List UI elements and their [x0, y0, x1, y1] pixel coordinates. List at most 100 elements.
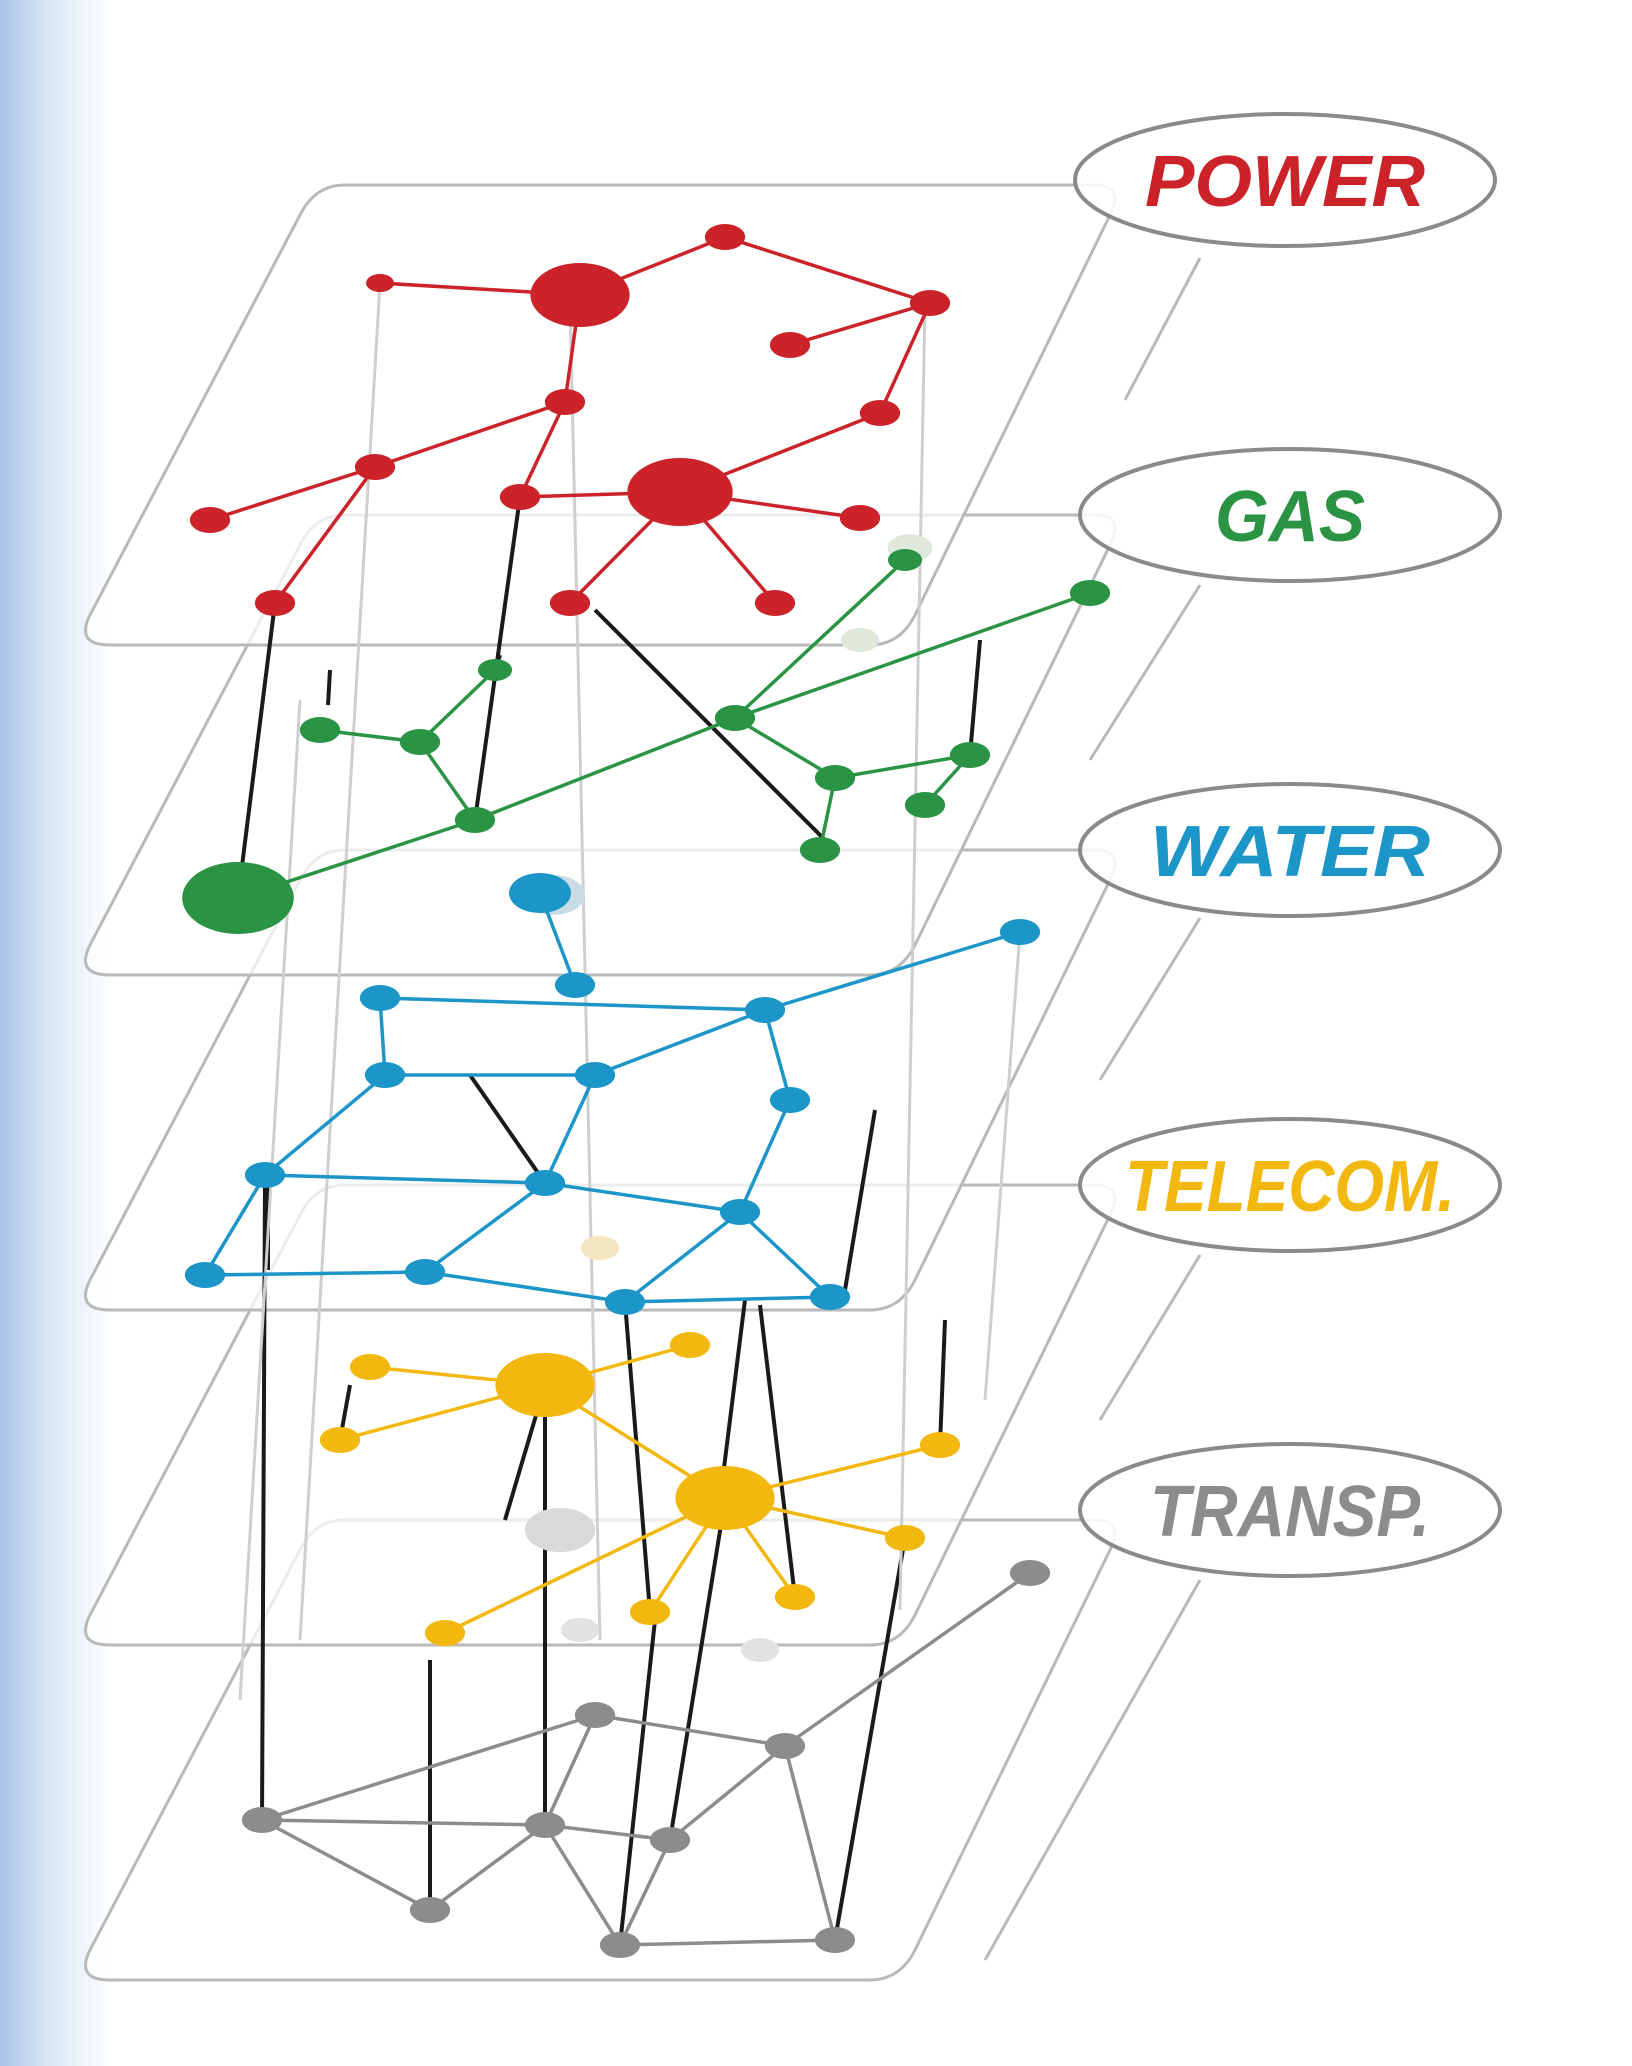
interlayer-link — [938, 1319, 947, 1446]
power-node — [254, 590, 296, 616]
telecom-node — [424, 1620, 466, 1646]
water-node — [359, 985, 401, 1011]
interlayer-link — [983, 931, 1022, 1401]
gas-node — [399, 729, 441, 755]
transp-edge — [668, 1744, 787, 1842]
power-node — [859, 400, 901, 426]
interlayer-link — [833, 1537, 907, 1941]
label-transp-text: TRANSP. — [1150, 1472, 1430, 1552]
interlayer-link — [623, 1301, 652, 1613]
interlayer-link — [618, 1619, 657, 1946]
power-node — [530, 263, 630, 327]
power-node — [909, 290, 951, 316]
interlayer-link — [968, 639, 982, 756]
interlayer-link — [843, 1109, 877, 1291]
water-edge — [764, 930, 1021, 1012]
transp-edge — [261, 1818, 431, 1912]
telecom-node — [774, 1584, 816, 1610]
transp-edge — [618, 1839, 672, 1946]
power-node — [839, 505, 881, 531]
label-water-text: WATER — [1150, 812, 1430, 892]
power-node — [544, 389, 586, 415]
telecom-node — [349, 1354, 391, 1380]
water-node — [809, 1284, 851, 1310]
ghost-node — [740, 1638, 780, 1662]
transp-edge — [261, 1818, 546, 1827]
power-node — [499, 484, 541, 510]
transp-edge — [783, 1571, 1032, 1748]
label-gas-leader — [1088, 584, 1202, 761]
water-node — [719, 1199, 761, 1225]
label-transp-ellipse — [1078, 1442, 1502, 1578]
transp-edge — [783, 1745, 837, 1941]
ghost-node — [580, 1236, 620, 1260]
interlayer-link — [758, 1304, 797, 1598]
transp-node — [409, 1897, 451, 1923]
label-transp-leader — [983, 1579, 1202, 1961]
telecom-edge — [444, 1496, 726, 1635]
transp-node — [599, 1932, 641, 1958]
water-node — [999, 919, 1041, 945]
label-transp: TRANSP. — [983, 1442, 1502, 1961]
label-water-ellipse — [1078, 782, 1502, 918]
label-telecom-leader — [1098, 1254, 1202, 1421]
power-edge — [209, 465, 376, 522]
water-node — [769, 1087, 811, 1113]
telecom-node — [319, 1427, 361, 1453]
water-edge — [423, 1181, 547, 1274]
label-water: WATER — [1078, 782, 1502, 1081]
transp-node — [814, 1927, 856, 1953]
water-edge — [763, 1009, 792, 1101]
water-edge — [623, 1210, 742, 1304]
water-node — [574, 1062, 616, 1088]
power-node — [549, 590, 591, 616]
telecom-node — [629, 1599, 671, 1625]
power-edge — [374, 400, 566, 469]
transp-node — [524, 1812, 566, 1838]
interlayer-link — [468, 1073, 547, 1185]
label-telecom-ellipse — [1078, 1117, 1502, 1253]
layer-networks — [182, 224, 1111, 1958]
network-transp — [241, 1560, 1051, 1958]
water-node — [554, 972, 596, 998]
interlayer-link — [593, 608, 837, 852]
gas-edge — [734, 591, 1091, 720]
label-telecom-text: TELECOM. — [1125, 1147, 1455, 1227]
water-edge — [204, 1270, 426, 1277]
power-node — [354, 454, 396, 480]
transp-node — [764, 1733, 806, 1759]
water-node — [509, 873, 571, 913]
gas-edge — [418, 740, 477, 822]
gas-edge — [474, 716, 736, 822]
interlayer-link — [668, 1499, 727, 1841]
gas-node — [182, 862, 294, 934]
water-edge — [263, 1073, 387, 1177]
interlayer-link — [238, 699, 302, 1701]
gas-node — [477, 659, 513, 681]
water-node — [404, 1259, 446, 1285]
transp-edge — [543, 1824, 622, 1946]
power-edge — [273, 465, 377, 605]
power-edge — [878, 302, 932, 414]
water-edge — [544, 1181, 741, 1214]
telecom-node — [884, 1525, 926, 1551]
ghost-node — [840, 628, 880, 652]
interlayer-links — [236, 282, 1022, 1946]
water-node — [604, 1289, 646, 1315]
gas-node — [814, 765, 856, 791]
interlayer-link — [236, 602, 277, 899]
gas-node — [454, 807, 496, 833]
transp-node — [574, 1702, 616, 1728]
label-gas-ellipse — [1078, 447, 1502, 583]
water-edge — [264, 1173, 546, 1185]
transp-edge — [543, 1714, 597, 1826]
transp-node — [241, 1807, 283, 1833]
gas-edge — [834, 753, 971, 780]
water-edge — [203, 1174, 267, 1276]
power-node — [627, 458, 733, 526]
water-edge — [738, 1099, 792, 1213]
water-node — [744, 997, 786, 1023]
water-node — [244, 1162, 286, 1188]
